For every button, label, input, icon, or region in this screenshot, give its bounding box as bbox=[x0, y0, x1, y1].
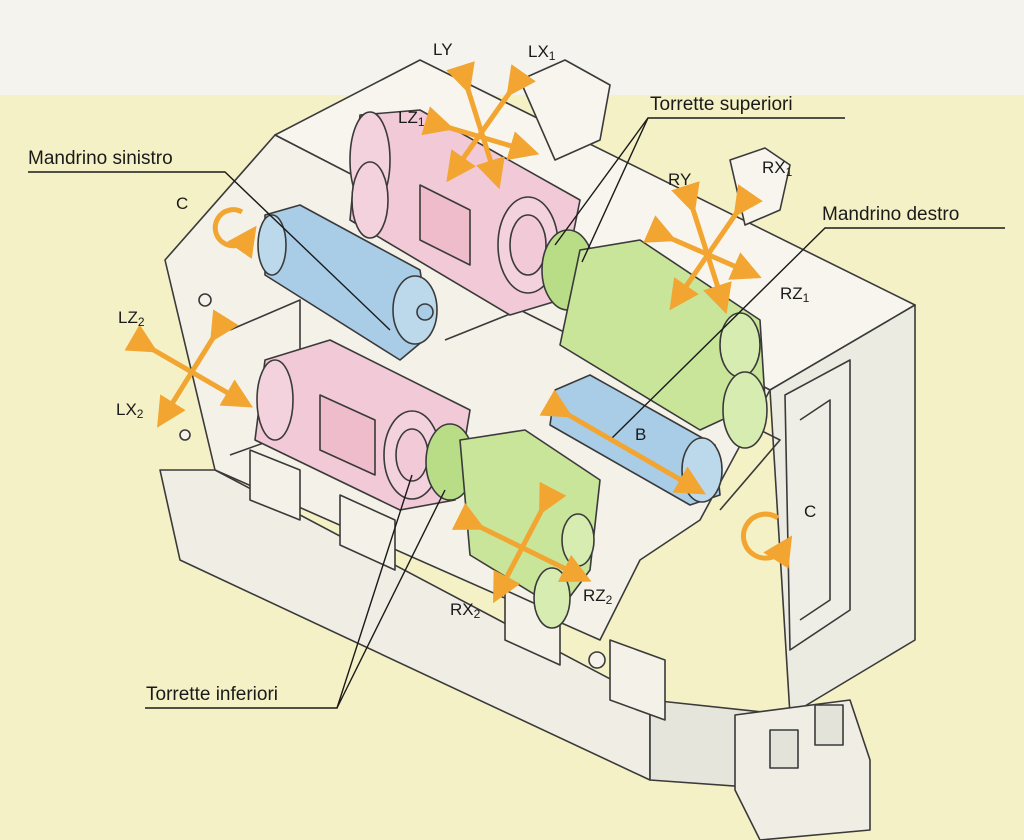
left-spindle bbox=[257, 204, 438, 361]
axis-c-right: C bbox=[804, 502, 817, 521]
leader-upper-turrets-2 bbox=[581, 117, 649, 263]
leader-lines bbox=[28, 117, 1005, 709]
left-spindle-label: Mandrino sinistro bbox=[28, 148, 173, 169]
leader-left-spindle bbox=[28, 171, 391, 331]
c-right-rotation bbox=[741, 511, 793, 569]
axis-ly: LY bbox=[433, 40, 453, 59]
arrow-b bbox=[539, 389, 706, 495]
axis-rx1: RX1 bbox=[762, 158, 793, 179]
axis-lz2: LZ2 bbox=[118, 308, 145, 329]
lower-turret bbox=[254, 339, 471, 511]
axis-c-left: C bbox=[176, 194, 189, 213]
upper-right-turret bbox=[541, 229, 768, 449]
lower-turrets-label: Torrette inferiori bbox=[146, 684, 278, 705]
leader-lower-turrets-2 bbox=[336, 489, 446, 709]
upper-turrets-label: Torrette superiori bbox=[650, 94, 793, 115]
axis-lx2: LX2 bbox=[116, 400, 144, 421]
axis-arrows bbox=[124, 61, 763, 604]
rotation-arrows bbox=[212, 207, 793, 569]
background-top bbox=[0, 0, 1024, 95]
axis-rz2: RZ2 bbox=[583, 586, 613, 607]
axis-b: B bbox=[635, 425, 647, 444]
axis-lx1: LX1 bbox=[528, 42, 556, 63]
arrow-rx2 bbox=[493, 481, 567, 604]
upper-turret bbox=[349, 109, 581, 316]
axis-lz1: LZ1 bbox=[398, 108, 425, 129]
arrow-lx2 bbox=[157, 309, 239, 428]
leader-right-spindle bbox=[611, 227, 1005, 439]
c-left-rotation bbox=[212, 207, 257, 259]
right-spindle-label: Mandrino destro bbox=[822, 204, 960, 225]
arrow-lz1 bbox=[446, 64, 536, 183]
axis-ry: RY bbox=[668, 170, 692, 189]
arrow-rz1 bbox=[669, 184, 763, 311]
axis-rz1: RZ1 bbox=[780, 284, 810, 305]
axis-rx2: RX2 bbox=[450, 600, 481, 621]
